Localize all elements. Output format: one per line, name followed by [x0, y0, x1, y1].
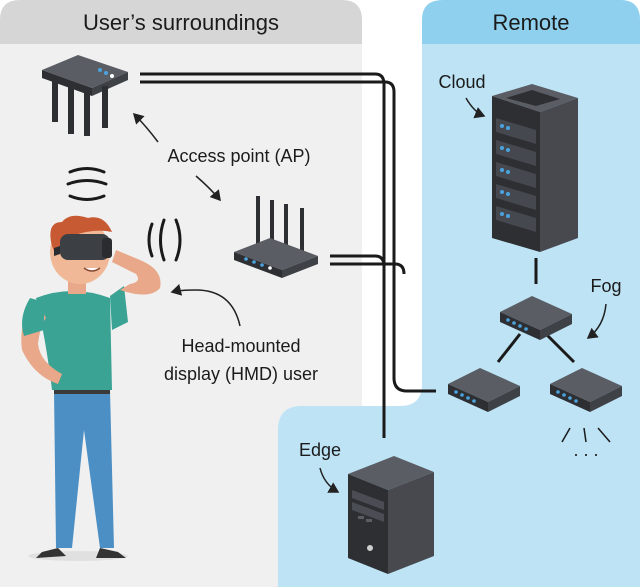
fog-switch-icon — [500, 296, 572, 340]
arrow-to-user — [170, 283, 241, 327]
arrow-to-ceiling-ap — [132, 112, 159, 143]
remote-title: Remote — [492, 10, 569, 35]
edge-server-tower-icon — [348, 456, 434, 574]
arrow-to-desk-router — [195, 175, 221, 202]
cloud-server-rack-icon — [492, 84, 578, 252]
cloud-label: Cloud — [438, 72, 485, 92]
ceiling-access-point-icon — [42, 55, 128, 136]
wifi-signal-icon — [147, 218, 182, 262]
arrow-to-fog — [586, 303, 607, 339]
arrow-to-cloud — [465, 97, 486, 119]
fog-label: Fog — [590, 276, 621, 296]
fog-ellipsis: . . . — [573, 440, 598, 460]
fog-switch-icon — [550, 368, 622, 412]
hmd-label-line1: Head-mounted — [181, 336, 300, 356]
hmd-label-line2: display (HMD) user — [164, 364, 318, 384]
desk-router-icon — [234, 196, 318, 278]
fog-more-links — [561, 427, 611, 443]
arrow-to-edge — [319, 467, 340, 493]
access-point-label: Access point (AP) — [167, 146, 310, 166]
vr-user-icon — [21, 215, 161, 561]
wifi-signal-icon — [66, 167, 108, 201]
surroundings-title: User’s surroundings — [83, 10, 279, 35]
fog-switch-icon — [448, 368, 520, 412]
network-cables — [140, 72, 576, 438]
edge-label: Edge — [299, 440, 341, 460]
